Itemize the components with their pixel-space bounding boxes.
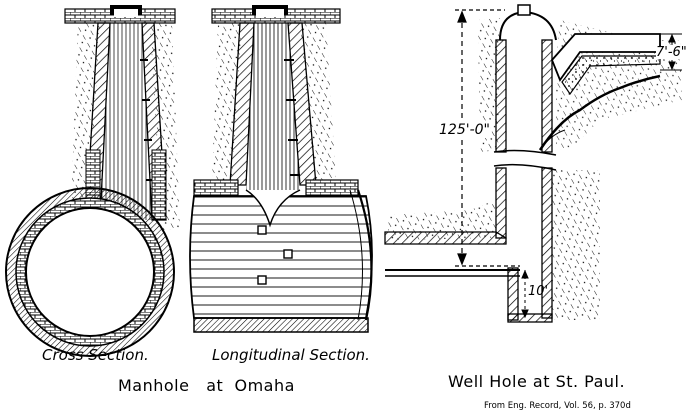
sump-dimension-label: 10'	[528, 284, 549, 299]
drop-dimension-label: 7'-6"	[656, 45, 687, 60]
manhole-title: Manhole at Omaha	[118, 376, 295, 395]
cross-section-label: Cross Section.	[42, 346, 149, 364]
longitudinal-section-drawing	[189, 5, 373, 333]
sump-dimension-line	[521, 269, 529, 319]
cross-section-drawing	[5, 5, 180, 357]
depth-dimension-label: 125'-0"	[439, 122, 490, 138]
source-citation: From Eng. Record, Vol. 56, p. 370d	[484, 401, 631, 411]
well-hole-title: Well Hole at St. Paul.	[448, 372, 626, 391]
drop-dimension-line	[660, 33, 682, 71]
longitudinal-section-label: Longitudinal Section.	[212, 346, 370, 364]
well-hole-drawing	[384, 4, 682, 323]
depth-dimension-line	[455, 9, 520, 267]
